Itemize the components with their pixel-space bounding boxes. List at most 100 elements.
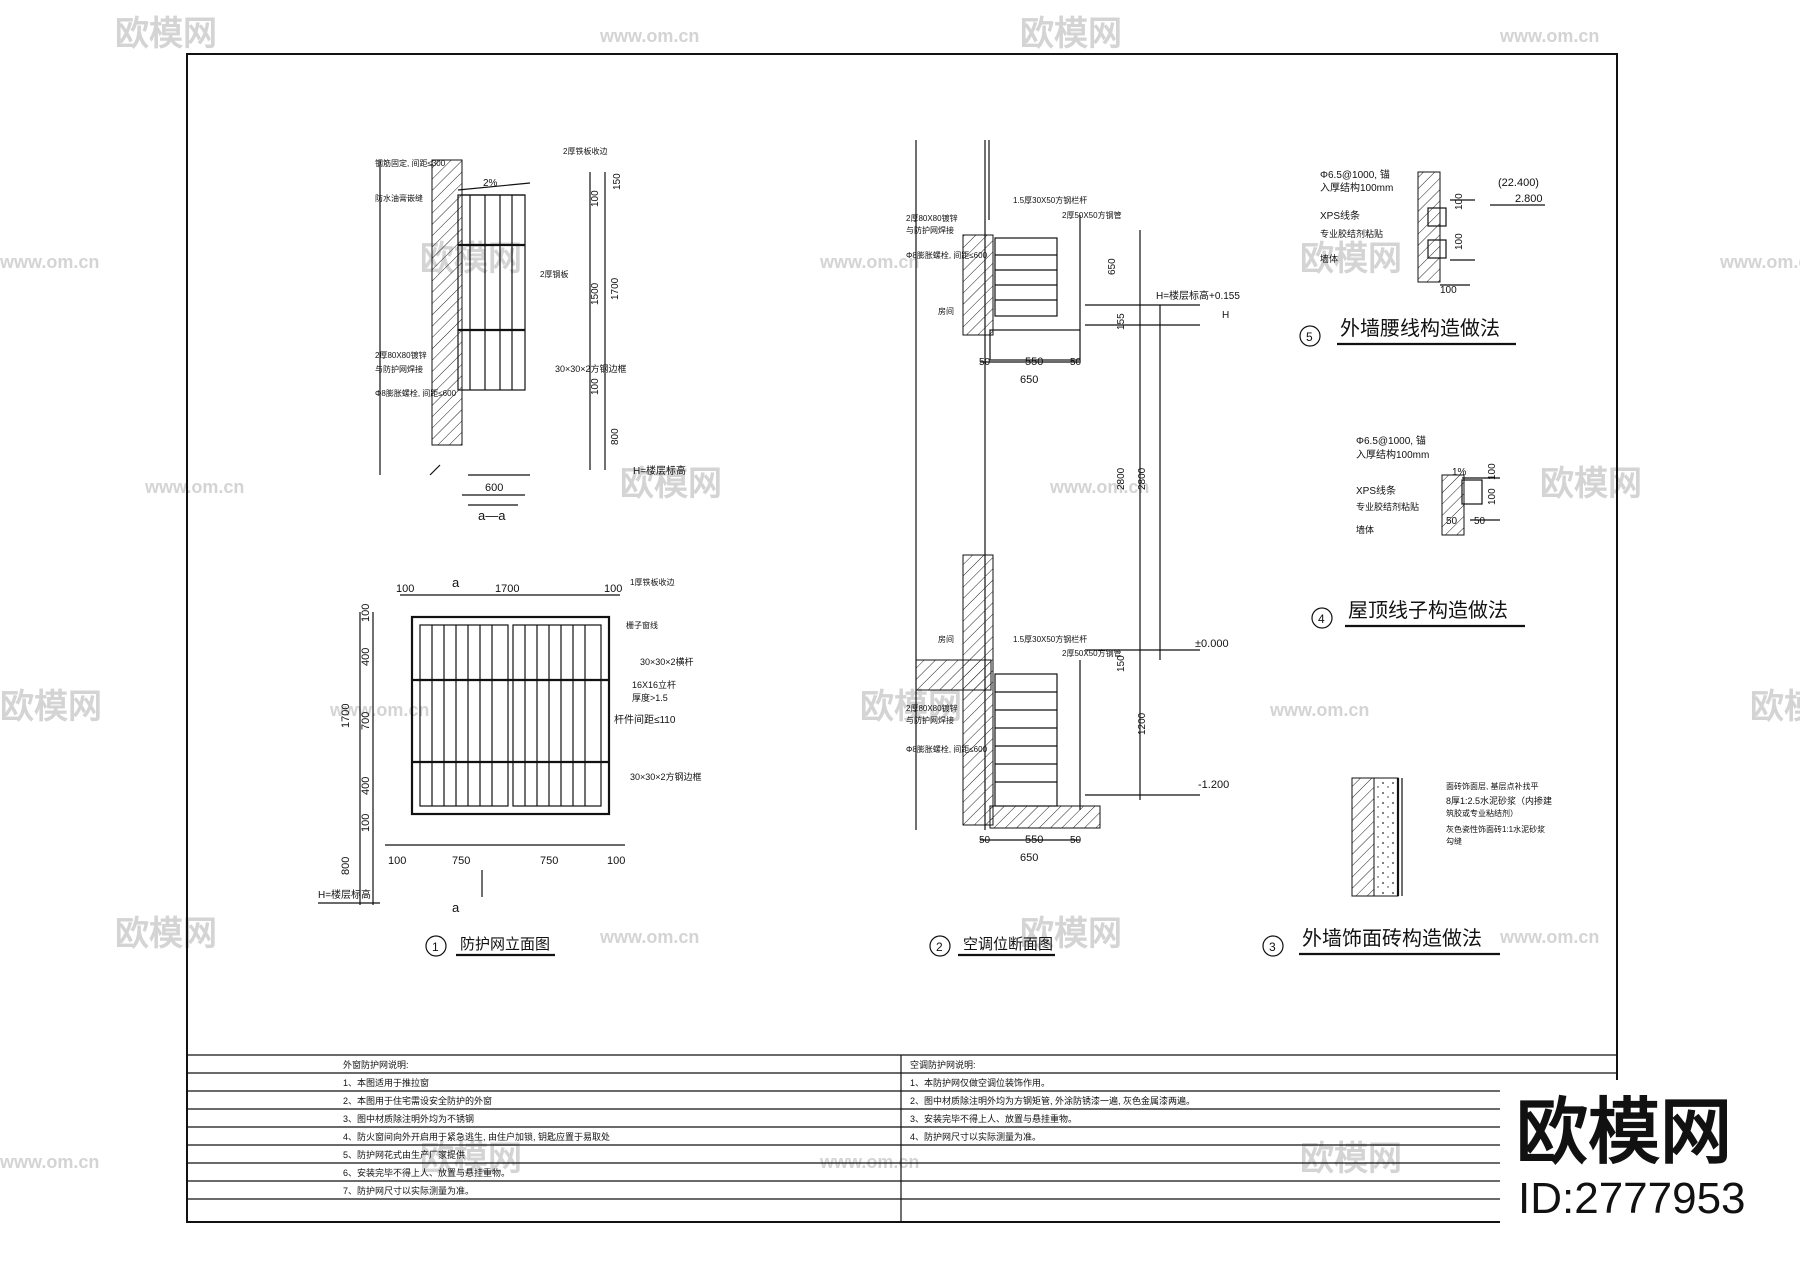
d1-dim: 750 (452, 855, 470, 867)
d1-note: 2厚铁板收边 (563, 146, 607, 156)
d1-h-label: H=楼层标高 (318, 888, 371, 901)
detail1-section-aa: 600 a—a 150 100 1500 1700 100 800 H=楼层标高… (375, 146, 686, 523)
d1-note: 钢筋固定, 间距≤300 (375, 158, 446, 168)
d2-dim: 650 (1020, 852, 1038, 864)
d1-note: 防水油膏嵌缝 (375, 193, 423, 203)
d2-note: 2厚80X80镀锌 (906, 703, 958, 713)
d5-title: 外墙腰线构造做法 (1340, 317, 1500, 340)
d2-dim: 150 (1116, 655, 1127, 672)
d5-note: 专业胶结剂粘贴 (1320, 228, 1383, 239)
notes-left-item: 2、本图用于住宅需设安全防护的外窗 (343, 1095, 492, 1106)
d1-sec-mark: a (452, 900, 460, 915)
d2-dim: 50 (1070, 357, 1082, 368)
d4-note: 入厚结构100mm (1356, 448, 1429, 461)
d2-dim: 50 (979, 835, 991, 846)
d1-dim: 1700 (495, 583, 519, 595)
d5-note: XPS线条 (1320, 209, 1360, 222)
d2-note: Φ8膨胀螺栓, 间距≤600 (906, 250, 988, 260)
d1-dim: 100 (360, 604, 372, 622)
watermark-brand: 欧模网 (1750, 688, 1800, 726)
d2-dim: 650 (1107, 258, 1118, 275)
d2-elev: H (1222, 310, 1229, 321)
notes-left-item: 4、防火窗间向外开启用于紧急逃生, 由住户加锁, 钥匙应置于易取处 (343, 1131, 610, 1142)
d5-elev: 2.800 (1515, 193, 1543, 205)
watermark-brand: 欧模网 (115, 15, 217, 53)
d2-elev: H=楼层标高+0.155 (1156, 289, 1240, 302)
d2-note: 1.5厚30X50方钢栏杆 (1013, 634, 1087, 644)
notes-left-item: 5、防护网花式由生产厂家提供 (343, 1149, 465, 1160)
d2-slats (995, 254, 1057, 783)
d1-dim: 800 (340, 857, 352, 875)
d1-note: 与防护网焊接 (375, 364, 423, 374)
watermark-brand: 欧模网 (1020, 15, 1122, 53)
notes-left-item: 6、安装完毕不得上人、放置与悬挂重物。 (343, 1167, 510, 1178)
d4-dim: 50 (1474, 516, 1486, 527)
d2-elev: -1.200 (1198, 779, 1229, 791)
d2-dim: 650 (1020, 374, 1038, 386)
d2-dim: 1200 (1137, 712, 1148, 735)
watermark-site: www.om.cn (819, 1152, 919, 1172)
d3-note: 筑胶或专业粘结剂） (1446, 808, 1518, 818)
d5-note: 入厚结构100mm (1320, 181, 1393, 194)
watermark-brand: 欧模网 (620, 465, 722, 503)
d1-sec-dim: 1500 (590, 282, 601, 305)
brand-name: 欧模网 (1516, 1093, 1732, 1173)
notes-left-item: 3、图中材质除注明外均为不锈钢 (343, 1113, 474, 1124)
d1-dim: 700 (360, 712, 372, 730)
d1-note: 16X16立杆 (632, 679, 676, 690)
d5-num: 5 (1306, 330, 1313, 344)
notes-table: 外窗防护网说明: 1、本图适用于推拉窗 2、本图用于住宅需设安全防护的外窗 3、… (187, 1054, 1617, 1222)
d1-dim: 100 (607, 855, 625, 867)
d1-sec-label: a—a (478, 508, 506, 523)
d2-dim: 50 (979, 357, 991, 368)
detail4-section: 1% Φ6.5@1000, 锚 入厚结构100mm XPS线条 专业胶结剂粘贴 … (1311, 435, 1525, 629)
d1-sec-width: 600 (485, 482, 503, 494)
watermark-site: www.om.cn (1499, 927, 1599, 947)
d1-dim: 1700 (340, 704, 352, 728)
detail5-section: (22.400) 2.800 Φ6.5@1000, 锚 入厚结构100mm XP… (1299, 169, 1545, 347)
watermark-site: www.om.cn (1049, 477, 1149, 497)
brand-backdrop (1500, 1080, 1800, 1240)
d4-note: XPS线条 (1356, 484, 1396, 497)
notes-right-item: 3、安装完毕不得上人、放置与悬挂重物。 (910, 1113, 1077, 1124)
d3-title: 外墙饰面砖构造做法 (1302, 927, 1482, 950)
d1-sec-dim: 100 (590, 190, 601, 207)
detail2-section: H=楼层标高+0.155 H ±0.000 -1.200 2800 2800 1… (906, 140, 1240, 957)
d1-note: 1厚铁板收边 (630, 577, 674, 587)
detail1-elevation: 100 1700 100 a a 100 400 700 400 100 170… (318, 575, 702, 957)
d3-note: 勾缝 (1446, 836, 1462, 846)
watermark-site: www.om.cn (144, 477, 244, 497)
d1-bars (431, 625, 586, 806)
d4-dim: 100 (1487, 488, 1498, 505)
d2-dim: 550 (1025, 834, 1043, 846)
d1-sec-h: H=楼层标高 (633, 464, 686, 477)
d3-note: 灰色瓷性饰面砖1:1水泥砂浆 (1446, 824, 1545, 834)
d2-note: 房间 (938, 634, 954, 644)
d2-note: 2厚80X80镀锌 (906, 213, 958, 223)
watermark-brand: 欧模网 (860, 688, 962, 726)
d5-note: 墙体 (1320, 253, 1338, 264)
d1-note: 2% (483, 178, 498, 189)
d1-note: 30×30×2方钢边框 (555, 363, 627, 374)
d2-note: 与防护网焊接 (906, 225, 954, 235)
d1-dim: 100 (604, 583, 622, 595)
watermark-site: www.om.cn (1499, 26, 1599, 46)
d1-dim: 100 (388, 855, 406, 867)
d5-dim: 100 (1440, 285, 1457, 296)
brand-id: ID:2777953 (1518, 1174, 1746, 1223)
d4-note: 墙体 (1356, 524, 1374, 535)
d1-note: 栅子窗线 (626, 620, 658, 630)
notes-right-title: 空调防护网说明: (910, 1059, 976, 1070)
d2-note: 房间 (938, 306, 954, 316)
watermark-brand: 欧模网 (0, 688, 102, 726)
watermark-brand: 欧模网 (420, 1140, 522, 1178)
d2-note: 2厚50X50方钢管 (1062, 648, 1122, 658)
d5-dim: 100 (1454, 193, 1465, 210)
d2-note: 1.5厚30X50方钢栏杆 (1013, 195, 1087, 205)
notes-left-item: 7、防护网尺寸以实际测量为准。 (343, 1185, 474, 1196)
watermark-brand: 欧模网 (1020, 915, 1122, 953)
d2-dim: 50 (1070, 835, 1082, 846)
d2-dim: 550 (1025, 356, 1043, 368)
d1-sec-dim: 100 (590, 378, 601, 395)
